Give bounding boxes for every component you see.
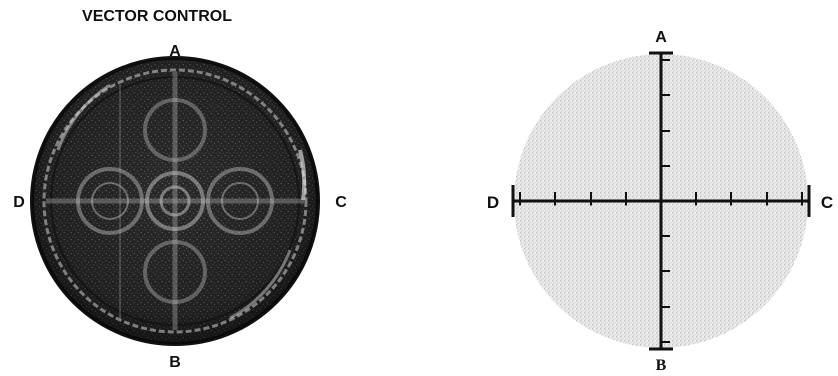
right-label-left: D [487, 193, 499, 212]
axis-ticks [519, 59, 803, 343]
left-label-right: C [335, 194, 347, 211]
vector-dial-diagram [511, 51, 811, 351]
right-label-bottom: B [656, 357, 667, 374]
left-label-left: D [13, 194, 25, 211]
diagram-title: VECTOR CONTROL [82, 8, 232, 25]
left-label-top: A [169, 43, 181, 60]
right-label-right: C [821, 193, 833, 212]
left-label-bottom: B [169, 354, 181, 371]
vector-control-knob [30, 56, 320, 346]
right-label-top: A [655, 29, 667, 46]
